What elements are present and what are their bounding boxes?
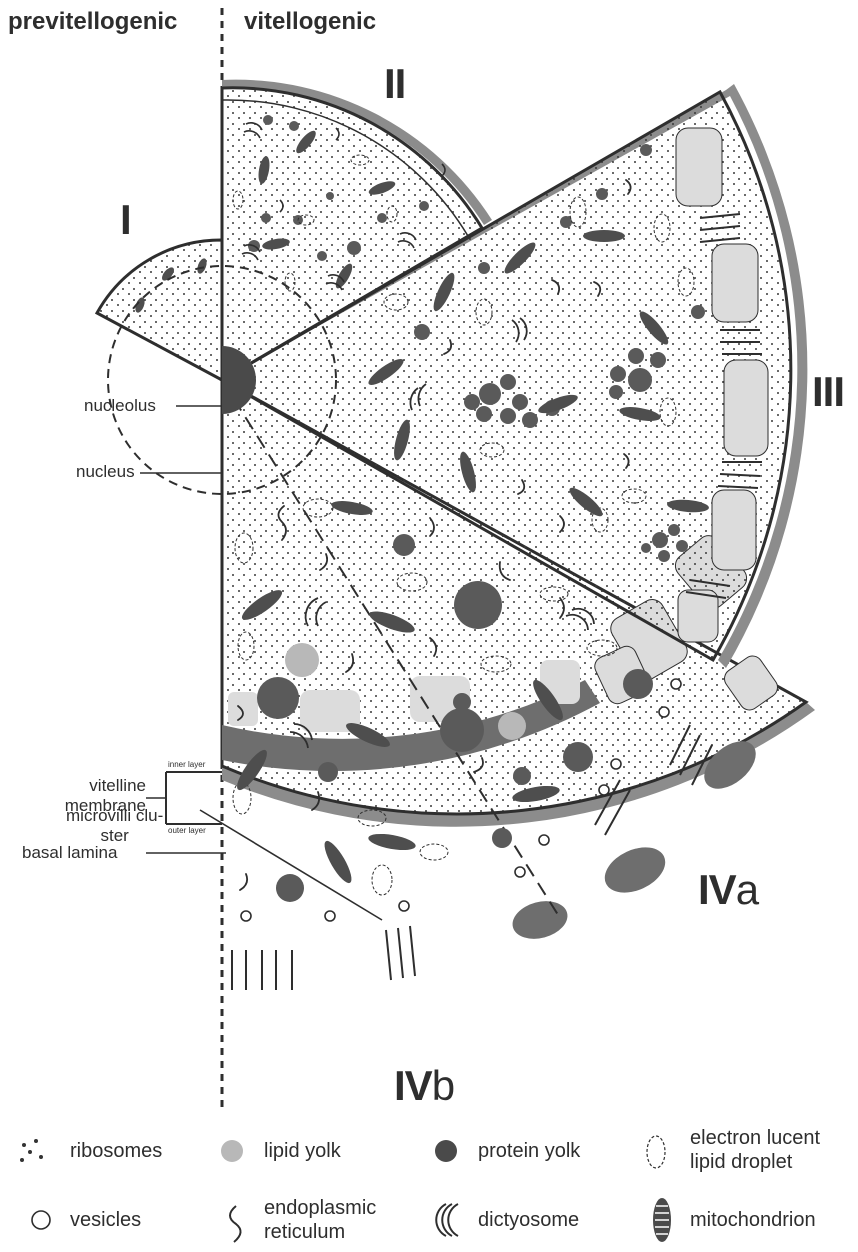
inner-layer-label: inner layer <box>168 760 205 769</box>
dictyosome-icon <box>436 1204 458 1236</box>
nucleus-label: nucleus <box>76 462 135 482</box>
legend-ribosomes: ribosomes <box>70 1139 162 1163</box>
stage-label-iii: III <box>812 368 844 416</box>
stage-label-iva: IVa <box>698 866 758 914</box>
stage-label-i: I <box>120 196 131 244</box>
basal-lamina-label: basal lamina <box>22 843 117 863</box>
vesicle-icon <box>32 1211 50 1229</box>
legend-mitochondrion: mitochondrion <box>690 1208 816 1232</box>
protein-yolk-icon <box>435 1140 457 1162</box>
nucleolus-label: nucleolus <box>84 396 156 416</box>
mitochondrion-icon <box>653 1198 671 1242</box>
outer-layer-label: outer layer <box>168 826 206 835</box>
stage-label-ivb: IVb <box>394 1062 454 1110</box>
sector-i <box>97 240 222 380</box>
ribosomes-icon <box>20 1139 43 1162</box>
lipid-yolk-icon <box>221 1140 243 1162</box>
legend-protein-yolk: protein yolk <box>478 1139 580 1163</box>
legend-dictyosome: dictyosome <box>478 1208 579 1232</box>
er-icon <box>230 1206 241 1242</box>
legend-vesicles: vesicles <box>70 1208 141 1232</box>
legend-lipid-yolk: lipid yolk <box>264 1139 341 1163</box>
header-vitellogenic: vitellogenic <box>244 8 376 36</box>
stage-label-ii: II <box>384 60 405 108</box>
header-previtellogenic: previtellogenic <box>8 8 177 36</box>
lipid-droplet-icon <box>647 1136 665 1168</box>
vitelline-bracket <box>166 772 222 824</box>
